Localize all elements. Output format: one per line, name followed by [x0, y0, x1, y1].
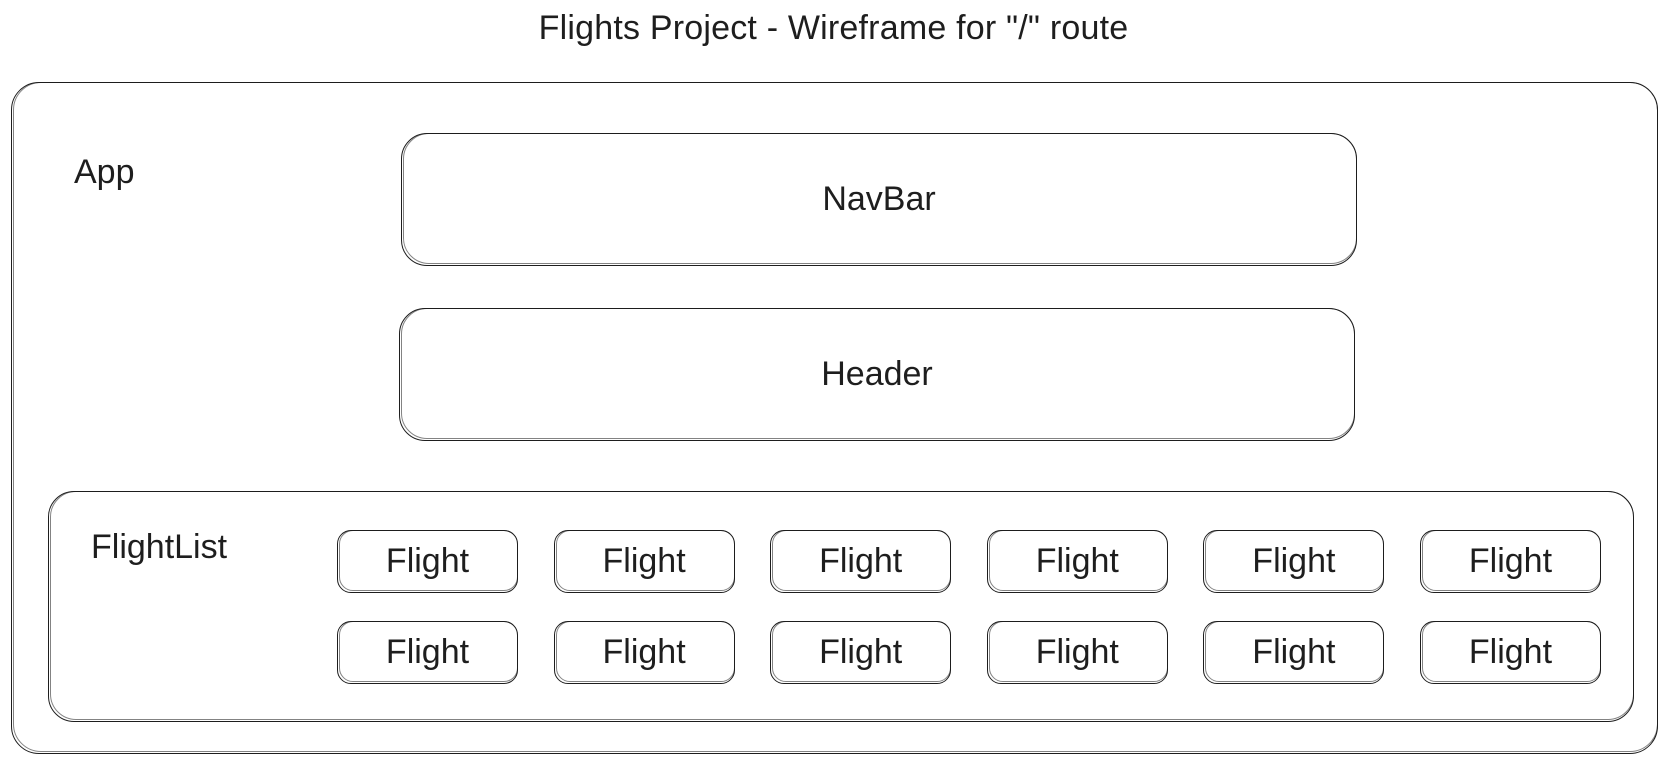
flight-box: Flight — [553, 621, 735, 684]
flight-box: Flight — [770, 621, 952, 684]
flight-box: Flight — [337, 621, 518, 684]
flight-label: Flight — [819, 542, 903, 580]
app-label: App — [74, 153, 135, 191]
flight-label: Flight — [1468, 542, 1553, 580]
flight-grid: Flight Flight Flight Flight Flight Fligh… — [337, 530, 1601, 684]
flight-label: Flight — [1252, 633, 1336, 671]
app-container — [11, 82, 1658, 754]
flight-label: Flight — [819, 633, 903, 671]
flight-label: Flight — [385, 633, 470, 671]
diagram-title: Flights Project - Wireframe for "/" rout… — [538, 9, 1129, 47]
header-box: Header — [399, 308, 1355, 441]
navbar-box: NavBar — [401, 133, 1357, 266]
flight-box: Flight — [986, 621, 1168, 684]
flight-box: Flight — [1419, 530, 1601, 593]
navbar-label: NavBar — [822, 180, 936, 218]
flight-label: Flight — [1035, 542, 1119, 580]
flight-label: Flight — [385, 542, 470, 580]
flight-box: Flight — [1419, 621, 1601, 684]
flight-label: Flight — [602, 633, 686, 671]
flight-box: Flight — [1203, 621, 1385, 684]
header-label: Header — [821, 355, 933, 393]
flightlist-container — [48, 491, 1634, 722]
flight-box: Flight — [553, 530, 735, 593]
flight-label: Flight — [602, 542, 686, 580]
flight-label: Flight — [1252, 542, 1336, 580]
flight-box: Flight — [337, 530, 518, 593]
flight-box: Flight — [770, 530, 952, 593]
flight-box: Flight — [986, 530, 1168, 593]
flightlist-label: FlightList — [91, 528, 228, 566]
flight-box: Flight — [1203, 530, 1385, 593]
flight-label: Flight — [1035, 633, 1119, 671]
flight-label: Flight — [1468, 633, 1553, 671]
